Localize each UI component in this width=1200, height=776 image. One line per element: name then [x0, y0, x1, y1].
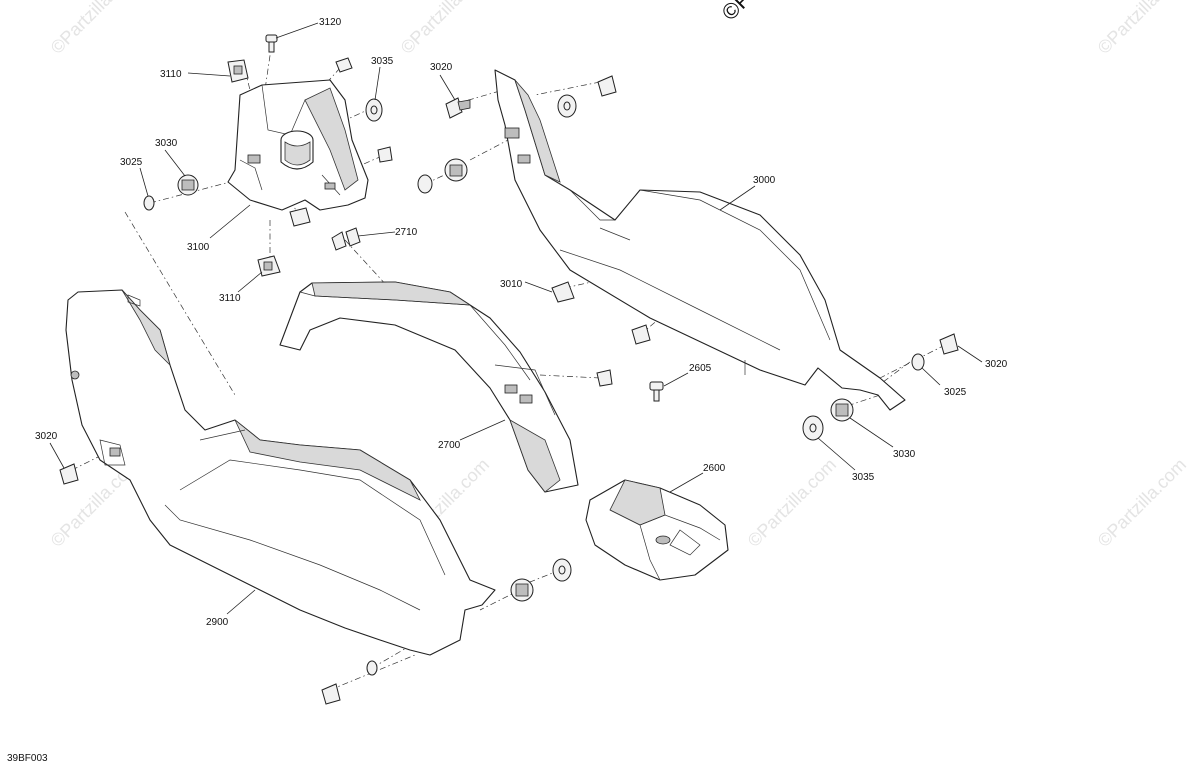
- callout-3020-left: 3020: [35, 431, 58, 442]
- watermark: ©Partzilla.com: [1094, 0, 1190, 58]
- hardware: [59, 34, 959, 705]
- callout-3035-right: 3035: [852, 472, 875, 483]
- drawing-code: 39BF003: [7, 753, 48, 764]
- watermark: ©Partzilla.com: [397, 0, 493, 58]
- callout-3025-right: 3025: [944, 387, 967, 398]
- callout-3110-lower: 3110: [219, 293, 241, 304]
- panel-2900: [65, 289, 496, 656]
- panel-2700: [279, 281, 579, 493]
- callout-2700: 2700: [438, 440, 461, 451]
- watermark: ©Partzilla.com: [47, 0, 143, 58]
- callout-3020-right: 3020: [985, 359, 1008, 370]
- callout-3120: 3120: [319, 17, 342, 28]
- panel-3000: [494, 69, 906, 411]
- tray-2600: [585, 479, 729, 581]
- callout-3110: 3110: [160, 69, 182, 80]
- callout-2600: 2600: [703, 463, 726, 474]
- leader-lines: [49, 22, 983, 615]
- callout-2605: 2605: [689, 363, 712, 374]
- callout-2710: 2710: [395, 227, 418, 238]
- watermark: ©Partzilla.com: [744, 454, 840, 550]
- callout-3030: 3030: [155, 138, 178, 149]
- callout-3000: 3000: [753, 175, 776, 186]
- callout-3020: 3020: [430, 62, 453, 73]
- callout-2900: 2900: [206, 617, 229, 628]
- watermark: ©Partzilla.com: [1094, 454, 1190, 550]
- callout-3035: 3035: [371, 56, 394, 67]
- bracket-3100: [227, 79, 369, 211]
- callout-3100: 3100: [187, 242, 210, 253]
- callout-3025: 3025: [120, 157, 143, 168]
- callout-labels: 3120 3110 3035 3020 3030 3025 3100 3110 …: [35, 17, 1008, 628]
- callout-3010: 3010: [500, 279, 523, 290]
- callout-3030-right: 3030: [893, 449, 916, 460]
